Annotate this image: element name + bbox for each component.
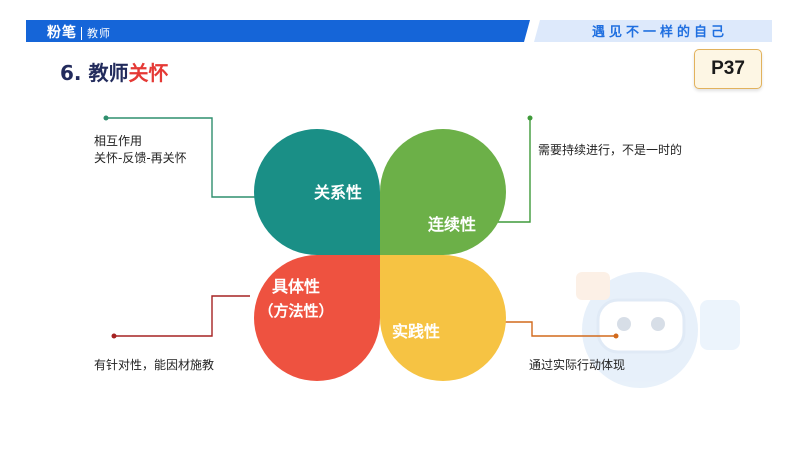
note-bottom-right: 通过实际行动体现 (529, 358, 626, 372)
note-top-left: 相互作用 关怀-反馈-再关怀 (94, 133, 187, 167)
note-top-right: 需要持续进行，不是一时的 (538, 143, 683, 157)
robot-mascot-watermark (576, 272, 740, 388)
petal-label-shijian: 实践性 (392, 322, 440, 341)
petal-label-guanxi: 关系性 (314, 183, 362, 202)
petal-label-lianxu: 连续性 (428, 215, 476, 234)
title-highlight: 关怀 (128, 61, 169, 85)
header-bar (26, 20, 772, 42)
connector-dot-top-left (103, 115, 109, 121)
note-top-left-line2: 关怀-反馈-再关怀 (94, 151, 187, 165)
petal-shijian (380, 255, 506, 381)
note-top-left-line1: 相互作用 (94, 134, 143, 148)
connector-top-right (498, 118, 531, 223)
title-prefix: 6. 教师 (60, 61, 129, 85)
brand-logo-sub: 教师 (81, 27, 111, 40)
brand-logo-text: 粉笔 (47, 25, 77, 41)
connector-dot-top-right (527, 115, 533, 121)
petal-guanxi (254, 129, 380, 255)
petal-label-juti-2: （方法性） (258, 302, 333, 320)
connector-top-left (106, 117, 282, 198)
page-number-badge: P37 (694, 49, 762, 89)
connector-bottom-left (114, 295, 250, 337)
header-slogan: 遇见不一样的自己 (592, 25, 729, 40)
petal-lianxu (380, 129, 506, 255)
note-bottom-left: 有针对性，能因材施教 (94, 358, 215, 372)
petal-juti (254, 255, 380, 381)
brand-logo: 粉笔教师 (47, 22, 111, 42)
petal-label-juti-1: 具体性 (272, 277, 320, 296)
connector-dot-bottom-left (111, 333, 117, 339)
connector-dot-bottom-right (613, 333, 619, 339)
page-title: 6. 教师关怀 (60, 57, 168, 86)
